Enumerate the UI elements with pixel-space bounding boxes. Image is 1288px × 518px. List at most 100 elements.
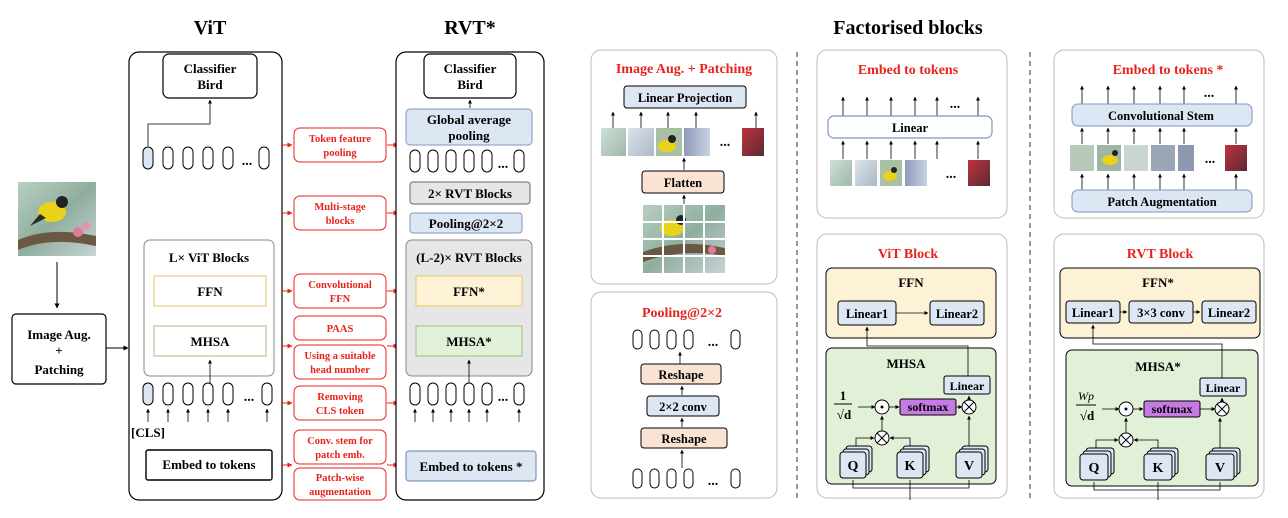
rvt-block-conv-label: 3×3 conv: [1137, 306, 1185, 320]
rvt-2blocks-label: 2× RVT Blocks: [428, 186, 512, 201]
image-aug-label-1: Image Aug.: [27, 327, 91, 342]
vit-block-linear1-label: Linear1: [846, 307, 888, 321]
change-text-remove-cls-2: CLS token: [316, 406, 364, 417]
rvt-mhsa-label: MHSA*: [446, 334, 492, 349]
embed-linear-box: [827, 115, 993, 139]
patch-augmentation-box: [1071, 189, 1253, 213]
rvt-block-panel-title: RVT Block: [1127, 247, 1194, 262]
change-box-paas: [293, 315, 387, 341]
rvt-upper-ellipsis: ...: [498, 157, 509, 172]
rvt-block-k-label: K: [1153, 461, 1164, 476]
embed-star-top-ellipsis: ...: [1204, 86, 1215, 101]
changes-column: Token feature pooling Multi-stage blocks…: [293, 127, 387, 501]
rvt-gap-label-1: Global average: [427, 112, 511, 127]
vit-block-scale-num: 1: [840, 388, 847, 403]
rvt-header: RVT*: [444, 17, 496, 39]
vit-classifier-label: Classifier: [184, 61, 237, 76]
rvt-gap-box: [405, 108, 533, 146]
rvt-block-softmax-label: softmax: [1152, 402, 1193, 416]
rvt-block-linear2-box: [1201, 300, 1257, 324]
pooling-panel: [590, 291, 778, 499]
pooling-top-ellipsis: ...: [708, 335, 719, 350]
vit-lower-ellipsis: ...: [244, 390, 255, 405]
reshape-top-label: Reshape: [658, 368, 704, 382]
change-box-conv-ffn: [293, 273, 387, 309]
vit-header: ViT: [194, 17, 227, 39]
rvt-pooling-label: Pooling@2×2: [429, 216, 503, 231]
change-text-conv-stem-2: patch emb.: [315, 450, 365, 461]
embed-top-ellipsis: ...: [950, 97, 961, 112]
vit-block-v-box: [955, 445, 989, 479]
change-box-conv-stem: [293, 429, 387, 465]
reshape-top-box: [640, 363, 722, 385]
rvt-block-q-label: Q: [1089, 461, 1100, 476]
patch-ellipsis: ...: [720, 135, 731, 150]
rvt-ffn-box: [415, 275, 523, 307]
conv-2x2-label: 2×2 conv: [659, 400, 707, 414]
embed-patch-strip: [830, 160, 990, 186]
rvt-classifier-label: Classifier: [444, 61, 497, 76]
patch-grid-image: [643, 205, 725, 273]
vit-block-panel-title: ViT Block: [878, 247, 939, 262]
input-bird-image: [18, 182, 96, 256]
change-text-conv-ffn-1: Convolutional: [308, 280, 372, 291]
embed-strip-ellipsis: ...: [946, 167, 957, 182]
rvt-block-scale-num: Wp: [1078, 389, 1094, 403]
vit-classifier-class: Bird: [197, 77, 223, 92]
embed-linear-label: Linear: [892, 121, 929, 135]
flatten-label: Flatten: [664, 176, 702, 190]
rvt-block-ffn-label: FFN*: [1142, 275, 1174, 290]
rvt-embed-label: Embed to tokens *: [420, 459, 523, 474]
rvt-mhsa-box: [415, 325, 523, 357]
rvt-block-scale-den: √d: [1080, 408, 1095, 423]
change-text-token-pooling-2: pooling: [323, 148, 357, 159]
image-aug-label-2: +: [55, 343, 62, 358]
rvt-classifier-class: Bird: [457, 77, 483, 92]
rvt-lower-ellipsis: ...: [498, 390, 509, 405]
pooling-bottom-ellipsis: ...: [708, 474, 719, 489]
reshape-bottom-label: Reshape: [661, 432, 707, 446]
vit-block-k-label: K: [905, 459, 916, 474]
vit-block-mhsa-label: MHSA: [887, 356, 927, 371]
change-text-multi-stage-2: blocks: [326, 216, 355, 227]
change-text-conv-ffn-2: FFN: [330, 294, 351, 305]
vit-block-v-label: V: [964, 459, 974, 474]
vit-block-q-label: Q: [848, 459, 859, 474]
pooling-top-tokens: [632, 329, 741, 350]
rvt-classifier-box: [423, 53, 517, 99]
rvt-ffn-label: FFN*: [453, 284, 485, 299]
factorised-header: Factorised blocks: [833, 17, 983, 39]
conv-stem-label: Convolutional Stem: [1108, 109, 1215, 123]
rvt-gap-label-2: pooling: [448, 128, 490, 143]
change-box-token-pooling: [293, 127, 387, 163]
change-text-token-pooling-1: Token feature: [309, 134, 371, 145]
vit-embed-label: Embed to tokens: [162, 457, 255, 472]
rvt-block-linear2-label: Linear2: [1208, 306, 1250, 320]
vit-block-k-box: [896, 445, 930, 479]
change-text-paas: PAAS: [327, 324, 354, 335]
reshape-bottom-box: [640, 427, 728, 449]
rvt-block-linear-box: [1199, 377, 1247, 397]
vit-ffn-box: [153, 275, 267, 307]
vit-block-linear-box: [943, 375, 991, 395]
rvt-upper-tokens: [409, 149, 525, 173]
linear-projection-box: [623, 85, 747, 109]
change-box-multi-stage: [293, 195, 387, 231]
rvt-blocks-title: (L-2)× RVT Blocks: [416, 250, 522, 265]
embed-star-panel-title: Embed to tokens *: [1113, 63, 1224, 78]
rvt-block-linear-label: Linear: [1206, 381, 1241, 395]
rvt-block-linear1-label: Linear1: [1072, 306, 1114, 320]
rvt-block-mhsa-label: MHSA*: [1135, 359, 1181, 374]
vit-blocks-title: L× ViT Blocks: [169, 250, 249, 265]
change-text-conv-stem-1: Conv. stem for: [307, 436, 373, 447]
patch-augmentation-label: Patch Augmentation: [1107, 195, 1216, 209]
pooling-panel-title: Pooling@2×2: [642, 306, 722, 321]
image-aug-panel-title: Image Aug. + Patching: [616, 62, 752, 77]
change-text-head-number-2: head number: [310, 365, 370, 376]
embed-star-patch-strip: [1070, 145, 1247, 171]
vit-block-softmax-label: softmax: [908, 400, 949, 414]
change-text-head-number-1: Using a suitable: [304, 351, 376, 362]
vit-upper-tokens: [142, 146, 270, 170]
rvt-lower-tokens: [409, 382, 525, 406]
